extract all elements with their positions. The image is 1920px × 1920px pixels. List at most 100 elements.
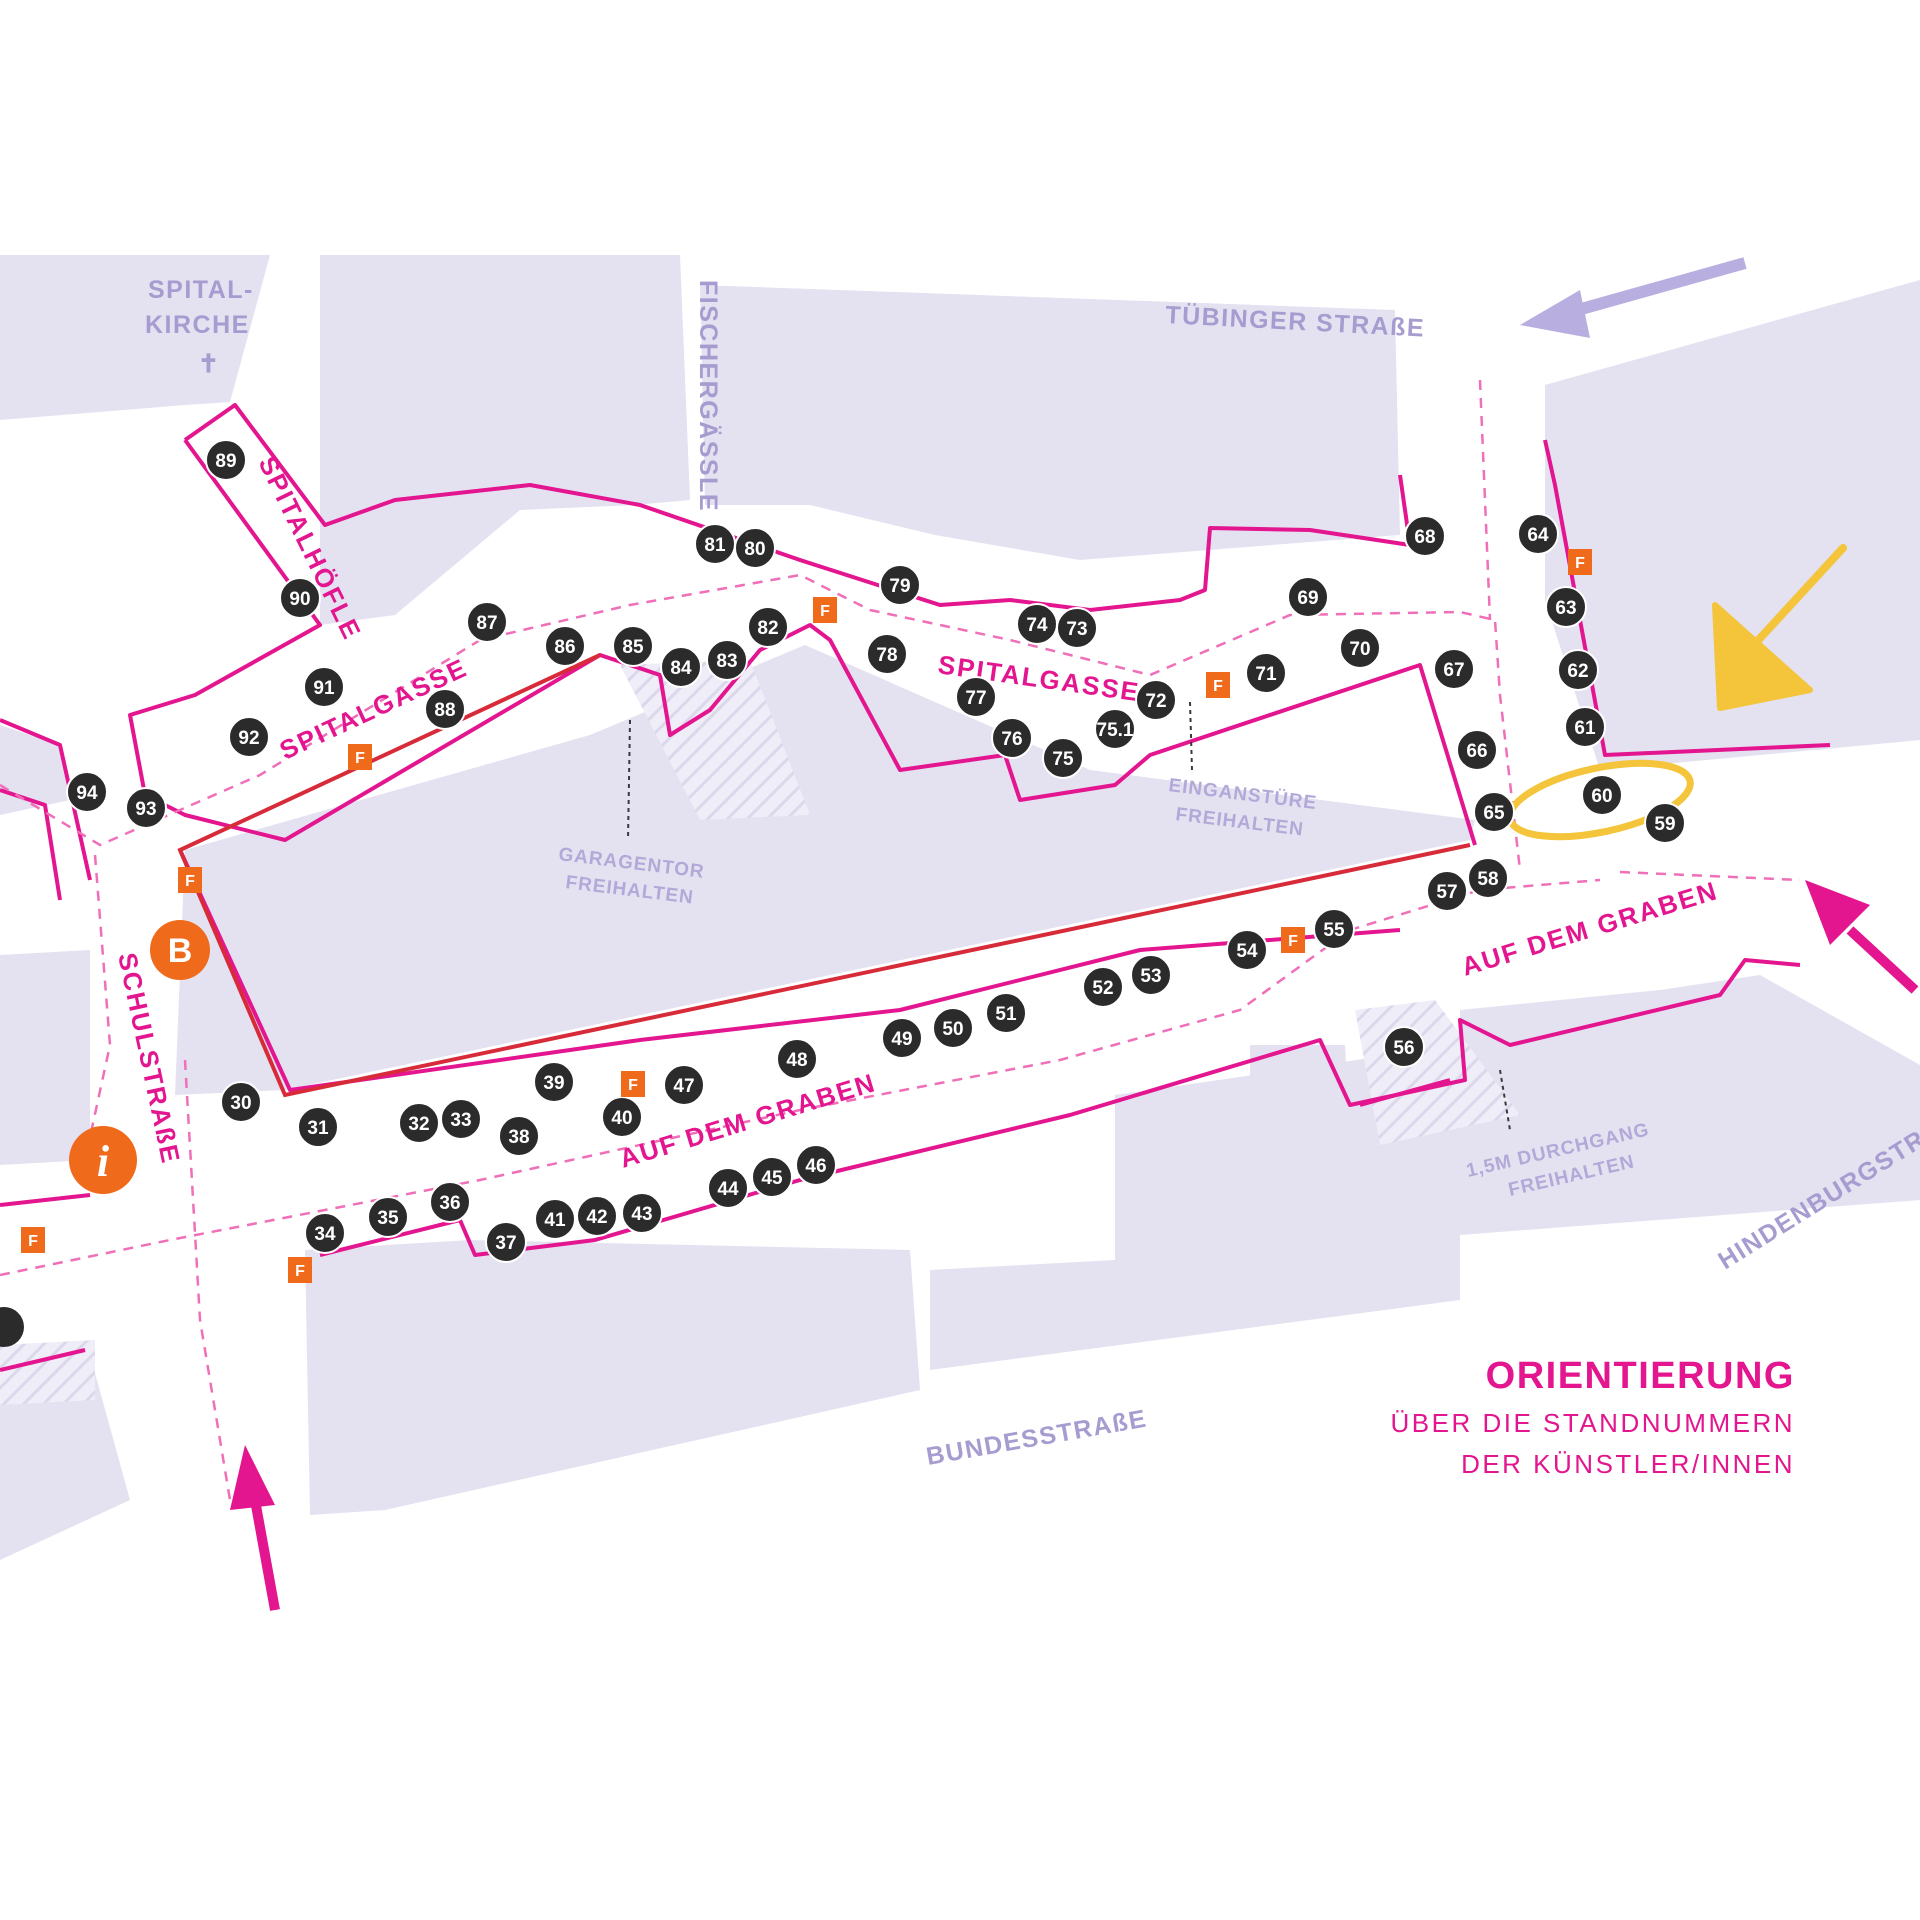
svg-text:F: F <box>295 1263 305 1280</box>
stand-marker-42[interactable]: 42 <box>576 1195 618 1237</box>
stand-marker-69[interactable]: 69 <box>1287 576 1329 618</box>
church-cross-icon: ✝ <box>198 350 220 378</box>
stand-marker-92[interactable]: 92 <box>228 716 270 758</box>
stand-marker-70[interactable]: 70 <box>1339 627 1381 669</box>
facility-icon[interactable]: F <box>21 1227 45 1253</box>
stand-number: 37 <box>495 1233 516 1254</box>
stand-marker-80[interactable]: 80 <box>734 527 776 569</box>
stand-marker-79[interactable]: 79 <box>879 564 921 606</box>
stand-number: 39 <box>543 1073 564 1094</box>
stand-marker-88[interactable]: 88 <box>424 688 466 730</box>
facility-icon[interactable]: F <box>621 1071 645 1097</box>
stand-marker-45[interactable]: 45 <box>751 1156 793 1198</box>
stand-marker-39[interactable]: 39 <box>533 1061 575 1103</box>
stand-marker-37[interactable]: 37 <box>485 1221 527 1263</box>
stand-marker-63[interactable]: 63 <box>1545 586 1587 628</box>
stand-marker-81[interactable]: 81 <box>694 523 736 565</box>
stand-number: 71 <box>1255 664 1277 685</box>
stand-number: 49 <box>891 1029 912 1050</box>
stand-marker-35[interactable]: 35 <box>367 1196 409 1238</box>
stand-marker-49[interactable]: 49 <box>881 1017 923 1059</box>
stand-marker-50[interactable]: 50 <box>932 1007 974 1049</box>
stand-marker-47[interactable]: 47 <box>663 1064 705 1106</box>
stand-marker-64[interactable]: 64 <box>1517 513 1559 555</box>
stand-marker-83[interactable]: 83 <box>706 639 748 681</box>
stand-number: 81 <box>704 535 726 556</box>
stand-marker-65[interactable]: 65 <box>1473 791 1515 833</box>
stand-marker-66[interactable]: 66 <box>1456 729 1498 771</box>
stand-marker-78[interactable]: 78 <box>866 633 908 675</box>
stand-marker-31[interactable]: 31 <box>297 1106 339 1148</box>
facility-icon[interactable]: F <box>1206 672 1230 698</box>
stand-marker-41[interactable]: 41 <box>534 1198 576 1240</box>
stand-marker-74[interactable]: 74 <box>1016 603 1058 645</box>
stand-marker-48[interactable]: 48 <box>776 1038 818 1080</box>
facility-icon[interactable]: F <box>348 744 372 770</box>
stand-marker-71[interactable]: 71 <box>1245 652 1287 694</box>
stand-marker-55[interactable]: 55 <box>1313 908 1355 950</box>
stand-marker-73[interactable]: 73 <box>1056 607 1098 649</box>
fischergaessle-label: FISCHERGÄSSLE <box>694 280 722 512</box>
stand-marker-87[interactable]: 87 <box>466 601 508 643</box>
stand-marker-58[interactable]: 58 <box>1467 857 1509 899</box>
stand-marker-60[interactable]: 60 <box>1581 774 1623 816</box>
stand-marker-57[interactable]: 57 <box>1426 870 1468 912</box>
stand-marker-72[interactable]: 72 <box>1135 679 1177 721</box>
stand-marker-86[interactable]: 86 <box>544 625 586 667</box>
stand-marker-85[interactable]: 85 <box>612 625 654 667</box>
stand-number: 42 <box>586 1207 607 1228</box>
stand-marker-43[interactable]: 43 <box>621 1192 663 1234</box>
stand-marker-67[interactable]: 67 <box>1433 648 1475 690</box>
stand-number: 80 <box>744 539 765 560</box>
bus-stop-icon[interactable]: B <box>150 920 210 980</box>
stand-number: 38 <box>508 1127 529 1148</box>
svg-text:F: F <box>185 873 195 890</box>
stand-marker-84[interactable]: 84 <box>660 646 702 688</box>
stand-marker-51[interactable]: 51 <box>985 992 1027 1034</box>
stand-number: 67 <box>1443 660 1464 681</box>
stand-marker-62[interactable]: 62 <box>1557 649 1599 691</box>
facility-icon[interactable]: F <box>813 597 837 623</box>
facility-icon[interactable]: F <box>178 867 202 893</box>
stand-number: 72 <box>1145 691 1166 712</box>
stand-marker-34[interactable]: 34 <box>304 1212 346 1254</box>
stand-marker-33[interactable]: 33 <box>440 1098 482 1140</box>
stand-marker-38[interactable]: 38 <box>498 1115 540 1157</box>
stand-number: 54 <box>1236 941 1258 962</box>
stand-marker-46[interactable]: 46 <box>795 1144 837 1186</box>
stand-marker-93[interactable]: 93 <box>125 787 167 829</box>
stand-marker-36[interactable]: 36 <box>429 1181 471 1223</box>
stand-marker-75-1[interactable]: 75.1 <box>1094 708 1136 750</box>
stand-marker-91[interactable]: 91 <box>303 666 345 708</box>
stand-marker-82[interactable]: 82 <box>747 606 789 648</box>
stand-number: 52 <box>1092 978 1113 999</box>
stand-marker-61[interactable]: 61 <box>1564 706 1606 748</box>
facility-icon[interactable]: F <box>1568 549 1592 575</box>
stand-marker-54[interactable]: 54 <box>1226 929 1268 971</box>
stand-marker-30[interactable]: 30 <box>220 1081 262 1123</box>
stand-marker-32[interactable]: 32 <box>398 1102 440 1144</box>
stand-marker-52[interactable]: 52 <box>1082 966 1124 1008</box>
stand-number: 57 <box>1436 882 1457 903</box>
stand-marker-75[interactable]: 75 <box>1042 737 1084 779</box>
stand-marker-90[interactable]: 90 <box>279 577 321 619</box>
stand-marker-68[interactable]: 68 <box>1404 515 1446 557</box>
facility-icon[interactable]: F <box>288 1257 312 1283</box>
stand-marker-76[interactable]: 76 <box>991 717 1033 759</box>
stand-marker-77[interactable]: 77 <box>955 676 997 718</box>
stand-marker-59[interactable]: 59 <box>1644 802 1686 844</box>
stand-marker-partial <box>0 1307 24 1347</box>
stand-number: 31 <box>307 1118 329 1139</box>
stand-number: 78 <box>876 645 897 666</box>
stand-number: 40 <box>611 1108 632 1129</box>
stand-marker-53[interactable]: 53 <box>1130 954 1172 996</box>
stand-marker-40[interactable]: 40 <box>601 1096 643 1138</box>
stand-number: 89 <box>215 451 236 472</box>
stand-marker-44[interactable]: 44 <box>707 1167 749 1209</box>
stand-marker-56[interactable]: 56 <box>1383 1026 1425 1068</box>
stand-marker-94[interactable]: 94 <box>66 771 108 813</box>
facility-icon[interactable]: F <box>1281 927 1305 953</box>
info-icon[interactable]: i <box>69 1126 137 1194</box>
stand-marker-89[interactable]: 89 <box>205 439 247 481</box>
svg-text:F: F <box>355 750 365 767</box>
